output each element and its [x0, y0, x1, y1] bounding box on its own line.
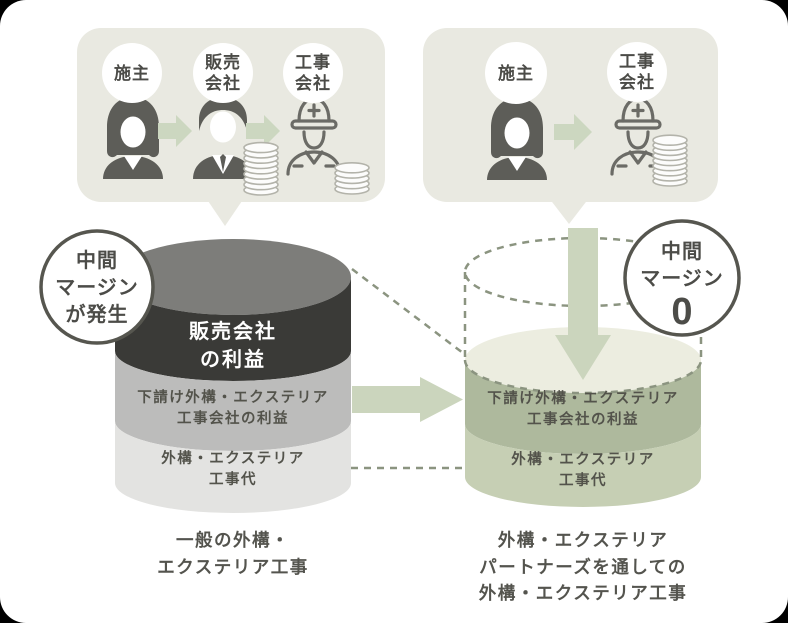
- owner-person-icon: [103, 97, 163, 179]
- left-caption: 一般の外構・ エクステリア工事: [157, 530, 309, 577]
- actor-label-circle: [607, 42, 667, 102]
- coin-stack-icon-sales: [243, 141, 279, 196]
- actor-label-circle: [193, 43, 253, 103]
- right-caption: 外構・エクステリア パートナーズを通しての 外構・エクステリア工事: [478, 530, 688, 603]
- speech-bubble-right-tail: [549, 198, 589, 224]
- margin-zero-badge-circle: [623, 219, 741, 337]
- left-cylinder-top-surface: [115, 239, 351, 315]
- owner-person-icon-right: [487, 98, 547, 180]
- zero-value: 0: [671, 291, 693, 333]
- left-cylinder-construction-cost-layer: [115, 421, 351, 513]
- margin-occurs-badge-text: 中間 マージン が発生: [55, 250, 139, 326]
- actor-label-construction-left: 工事会社: [295, 53, 331, 93]
- margin-zero-badge-text: 中間 マージン 0: [640, 241, 724, 333]
- right-cylinder-construction-cost-layer: [465, 424, 701, 507]
- coin-stack-icon-worker-right: [652, 134, 688, 187]
- right-subcontractor-profit-label: 下請け外構・エクステリア 工事会社の利益: [487, 391, 679, 428]
- flow-arrow-icon: [246, 115, 280, 147]
- margin-occurs-badge-circle: [39, 229, 155, 345]
- speech-bubble-left-tail: [206, 198, 244, 226]
- actor-label-construction-right: 工事会社: [619, 52, 655, 92]
- left-cylinder-subcontractor-profit-layer: [115, 351, 351, 451]
- left-cylinder: [115, 239, 351, 513]
- flow-arrow-icon: [554, 114, 592, 150]
- actor-label-circle: [102, 43, 162, 103]
- ghost-margin-front-arc: [463, 359, 703, 395]
- left-sales-profit-label: 販売会社 の利益: [189, 321, 277, 371]
- right-cylinder-subcontractor-profit-layer: [465, 360, 701, 454]
- actor-label-owner-right: 施主: [498, 64, 534, 83]
- transfer-arrow-icon: [352, 377, 463, 422]
- dashed-connector-top: [351, 268, 464, 354]
- left-cylinder-sales-profit-layer: [115, 277, 351, 381]
- actor-label-circle: [283, 43, 343, 103]
- coin-stack-icon-worker-left: [334, 162, 370, 195]
- actor-label-sales-company: 販売会社: [205, 53, 241, 93]
- down-arrow-icon: [555, 228, 611, 380]
- actor-label-circle: [485, 42, 547, 104]
- flow-arrow-icon: [158, 115, 192, 147]
- actor-label-owner-left: 施主: [114, 64, 150, 83]
- left-subcontractor-profit-label: 下請け外構・エクステリア 工事会社の利益: [137, 390, 329, 427]
- left-construction-cost-label: 外構・エクステリア 工事代: [161, 451, 305, 488]
- right-construction-cost-label: 外構・エクステリア 工事代: [511, 452, 655, 489]
